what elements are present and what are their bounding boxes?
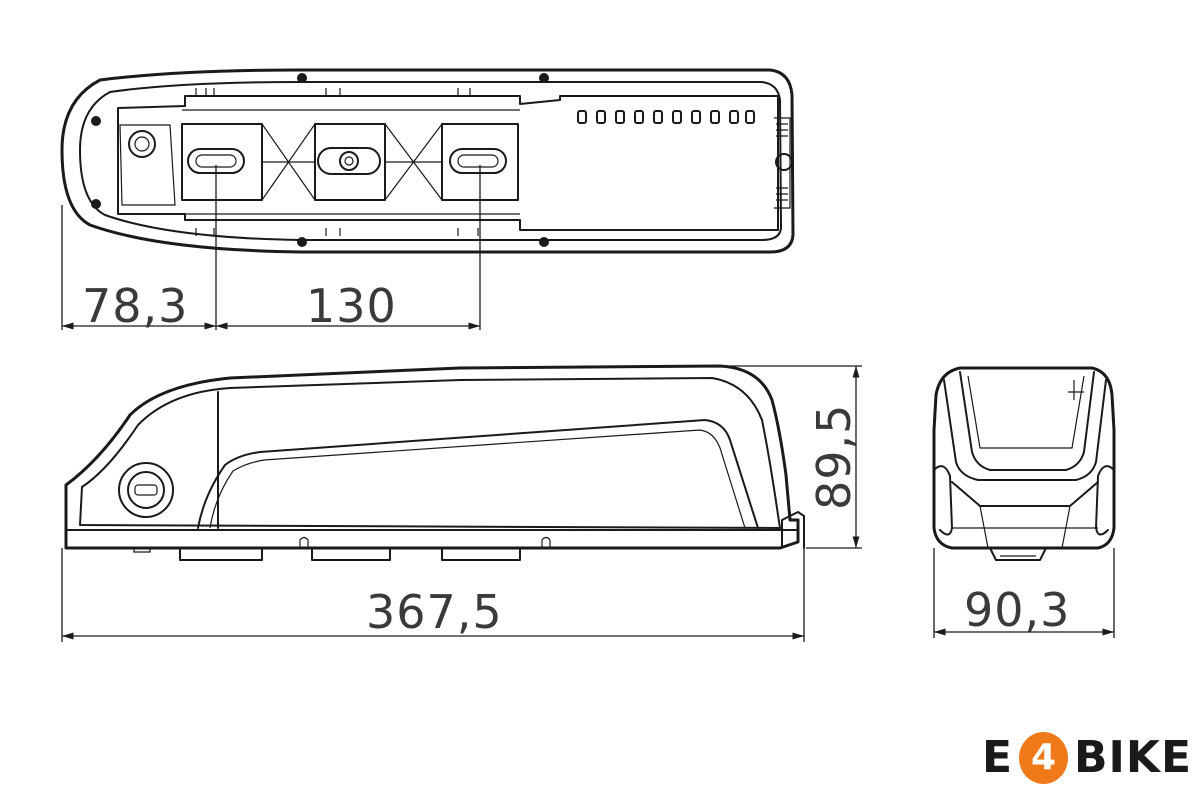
logo-orange-circle: 4 (1019, 732, 1068, 784)
dimension-overall-width: 90,3 (933, 548, 1115, 638)
side-view (64, 364, 805, 561)
dimension-overall-length: 367,5 (61, 520, 805, 642)
logo-word-bike: BIKE (1073, 732, 1192, 783)
dimension-label-length: 367,5 (366, 585, 503, 639)
led-indicator-row (577, 110, 755, 124)
dimension-label-spacing: 130 (306, 279, 397, 333)
dimension-label-width: 90,3 (964, 583, 1070, 637)
dimension-label-offset: 78,3 (82, 279, 188, 333)
dimension-mount-spacing: 130 (216, 279, 480, 333)
logo-letter-e: E (982, 732, 1014, 783)
top-view (60, 68, 795, 330)
dimension-label-height: 89,5 (807, 404, 861, 510)
dimension-overall-height: 89,5 (720, 365, 862, 549)
logo-digit-4: 4 (1030, 737, 1057, 778)
e4bike-logo: E 4 BIKE (982, 728, 1192, 788)
end-view (932, 366, 1116, 561)
dimension-offset-mount: 78,3 (62, 279, 216, 333)
